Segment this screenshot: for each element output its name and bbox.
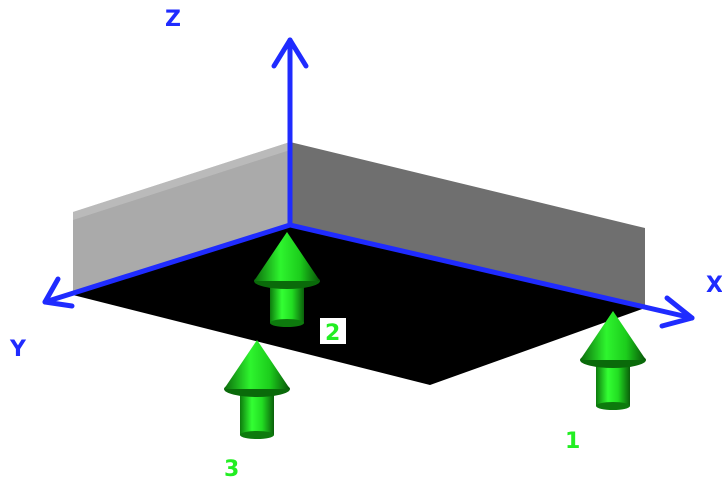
arrow-shaft-base bbox=[270, 319, 304, 327]
x-axis-line bbox=[287, 222, 695, 321]
arrow-shaft-base bbox=[240, 431, 274, 439]
x-axis-label: X bbox=[706, 273, 722, 298]
support-label-1: 1 bbox=[565, 429, 580, 454]
axes bbox=[42, 37, 695, 329]
z-axis-arrowhead bbox=[271, 37, 309, 69]
box-left-face bbox=[73, 142, 290, 295]
arrow-cone bbox=[254, 232, 320, 281]
box-left-face-highlight bbox=[73, 142, 290, 220]
support-label-3: 3 bbox=[224, 457, 239, 481]
up-arrow-icon bbox=[580, 311, 646, 410]
y-axis-arrowhead bbox=[42, 276, 75, 309]
support-label-2: 2 bbox=[325, 321, 340, 346]
y-axis-line bbox=[42, 222, 293, 305]
up-arrow-icon bbox=[254, 232, 320, 327]
arrow-cone bbox=[224, 340, 290, 389]
x-axis-arrowhead bbox=[659, 295, 695, 329]
arrow-cone bbox=[580, 311, 646, 360]
support-label-2-background bbox=[320, 318, 346, 344]
up-arrow-icon bbox=[224, 340, 290, 439]
arrow-shaft-base bbox=[596, 402, 630, 410]
z-axis-label: Z bbox=[165, 7, 181, 32]
box-bottom-face bbox=[73, 225, 645, 385]
box-right-face bbox=[290, 142, 645, 308]
y-axis-label: Y bbox=[9, 337, 27, 362]
slab-box bbox=[73, 142, 645, 385]
